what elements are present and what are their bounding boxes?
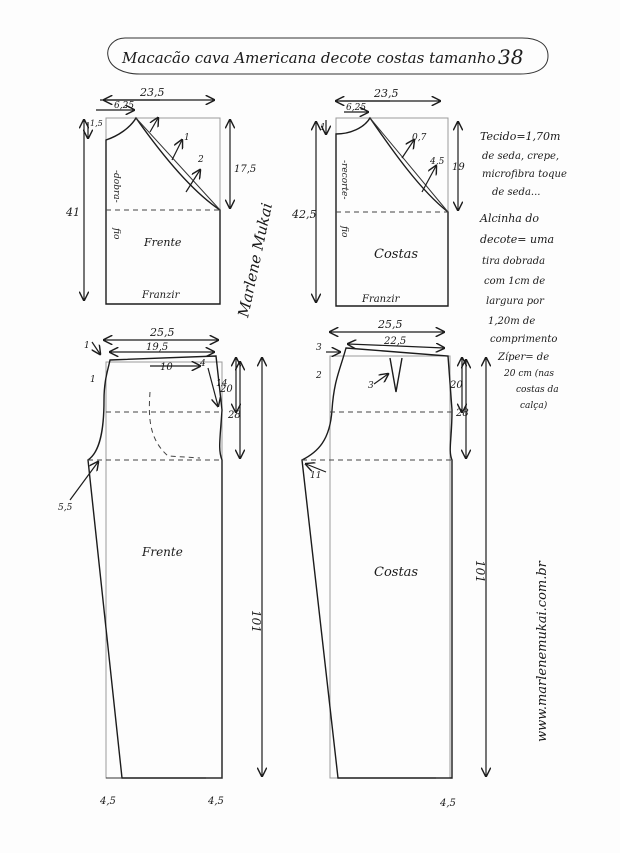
strap-note-line-4: com 1cm de [484,276,545,287]
bodice-front-total-length: 41 [65,206,80,219]
strap-note-line-6: 1,20m de [488,316,535,327]
bodice-front-bottom-label: Franzir [141,290,181,301]
fabric-note-line-3: microfibra toque [482,169,567,180]
bodice-back-grain-label: fio [339,225,349,238]
strap-note-line-3: tira dobrada [482,256,545,267]
pants-front-pocket-depth: 14 [216,379,228,389]
zipper-note-line-2: 20 cm (nas [503,368,554,379]
pants-back-hip-depth: 20 [449,380,463,391]
strap-note-line-2: decote= uma [480,233,554,246]
pants-front-waist-right: 4 [199,359,206,369]
pants-back-piece: 25,5 22,5 3 2 3 20 28 101 11 Costas 4,5 [301,318,487,809]
pants-front-total-length: 101 [249,610,263,633]
size-number: 38 [498,45,523,69]
bodice-back-total-length: 42,5 [291,208,317,221]
pants-front-rise-left: 1 [90,375,96,385]
bodice-front-curve-2: 2 [197,155,204,165]
bodice-front-curve-1: 1 [184,133,190,143]
fabric-notes: Tecido=1,70m de seda, crepe, microfibra … [480,130,567,198]
pants-front-waist-total: 25,5 [149,326,175,339]
pants-front-crotch-ext: 5,5 [58,503,73,513]
bodice-back-neck-drop: 1 [320,123,326,133]
pants-front-waist-width: 19,5 [146,342,168,353]
title-frame [107,37,549,75]
zipper-note-line-1: Zíper= de [497,352,549,363]
zipper-notes: Zíper= de 20 cm (nas costas da calça) [497,352,559,411]
bodice-back-neck-offset: 6,25 [346,103,366,113]
pants-front-hem-left: 4,5 [99,796,116,807]
pants-back-dart: 3 [368,381,374,391]
pants-back-crotch-ext: 11 [310,471,321,481]
bodice-front-armhole-depth: 17,5 [234,164,256,175]
fabric-note-line-2: de seda, crepe, [482,151,559,162]
bodice-front-neck-offset: 6,25 [114,101,134,111]
pants-back-hem-right: 4,5 [439,798,456,809]
bodice-front-piece: 23,5 6,25 1,5 17,5 41 1 2 Frente Franzir… [65,86,256,305]
strap-notes: Alcinha do decote= uma tira dobrada com … [479,212,557,345]
pants-back-name: Costas [374,565,418,580]
pants-front-hem-right: 4,5 [207,796,224,807]
bodice-front-width: 23,5 [139,86,165,99]
strap-note-line-1: Alcinha do [479,212,539,225]
bodice-front-name: Frente [143,236,182,249]
bodice-back-piece: 23,5 6,25 1 19 42,5 0,7 4,5 Costas Franz… [291,87,465,307]
strap-note-line-5: largura por [486,296,545,307]
title-block: Macacão cava Americana decote costas tam… [107,37,549,75]
bodice-back-armhole-depth: 19 [452,162,465,173]
website-credit: www.marlenemukai.com.br [535,560,550,742]
pants-front-pocket: 10 [160,362,173,373]
bodice-front-fold-label: -dobra- [111,170,121,203]
pants-front-hip-depth: 20 [219,384,233,395]
zipper-note-line-4: calça) [520,400,548,411]
zipper-note-line-3: costas da [516,385,559,395]
pants-back-rise-top: 3 [316,343,322,353]
pants-front-rise-top: 1 [84,341,90,351]
bodice-back-width: 23,5 [373,87,399,100]
pants-front-crotch-depth: 28 [227,410,241,421]
pants-back-total-length: 101 [473,560,487,583]
bodice-back-name: Costas [374,247,418,262]
signature-text: Marlene Mukai [234,201,276,320]
bodice-front-neck-drop: 1,5 [90,119,103,128]
pants-front-name: Frente [141,545,183,559]
pants-back-waist-width: 22,5 [383,336,406,347]
bodice-front-grain-label: fio [111,227,121,240]
signature: Marlene Mukai [234,201,276,320]
fabric-note-line-1: Tecido=1,70m [480,130,560,143]
bodice-back-curve-1: 0,7 [412,133,427,143]
fabric-note-line-4: de seda... [492,187,540,198]
bodice-back-bottom-label: Franzir [361,294,401,305]
pants-back-crotch-depth: 28 [455,408,469,419]
pants-back-rise-left: 2 [315,371,322,381]
title-text: Macacão cava Americana decote costas tam… [121,49,496,67]
bodice-back-curve-2: 4,5 [429,157,445,167]
bodice-back-cut-label: -recorte- [339,160,349,199]
pants-front-piece: 25,5 19,5 10 14 4 20 28 101 1 1 5,5 Fren… [58,326,263,807]
website-text: www.marlenemukai.com.br [535,560,550,742]
pants-back-waist-total: 25,5 [377,318,403,331]
strap-note-line-7: comprimento [490,334,557,345]
